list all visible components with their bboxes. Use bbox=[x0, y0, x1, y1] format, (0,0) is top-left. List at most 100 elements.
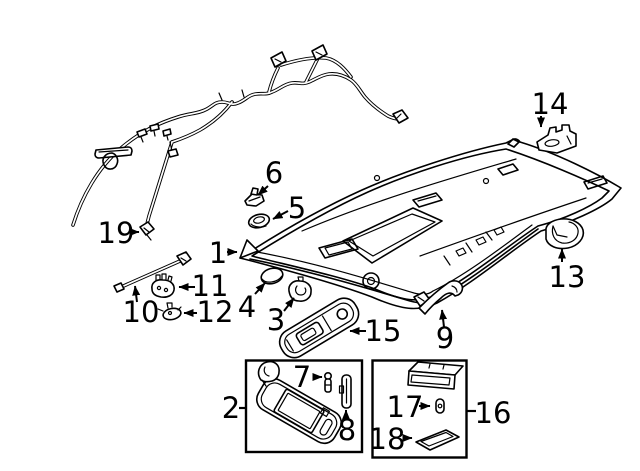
bracket-slot bbox=[544, 139, 560, 147]
console-outline bbox=[278, 297, 360, 359]
harness-flag-connector bbox=[311, 44, 328, 61]
detail bbox=[451, 285, 458, 293]
lamp-lens-4 bbox=[260, 267, 284, 285]
lens-outline bbox=[415, 429, 460, 451]
callout-1[interactable]: 1 bbox=[209, 236, 238, 270]
visor-slot bbox=[319, 418, 333, 436]
callout-10[interactable]: 10 bbox=[123, 285, 160, 329]
overhead-console-15 bbox=[278, 297, 360, 359]
detail bbox=[587, 178, 603, 184]
harness-loop bbox=[102, 152, 119, 170]
callout-15[interactable]: 15 bbox=[349, 314, 402, 348]
callout-16[interactable]: 16 bbox=[467, 396, 511, 430]
callout-7[interactable]: 7 bbox=[293, 360, 323, 394]
detail bbox=[261, 366, 270, 387]
detail bbox=[171, 101, 233, 143]
callout-label: 15 bbox=[365, 314, 402, 348]
lamp-front-face bbox=[407, 370, 456, 390]
callout-13[interactable]: 13 bbox=[549, 248, 586, 294]
callout-label: 2 bbox=[222, 391, 240, 425]
clip-outline bbox=[244, 193, 265, 207]
callout-18[interactable]: 18 bbox=[369, 422, 413, 456]
callout-label: 17 bbox=[387, 390, 424, 424]
callout-9[interactable]: 9 bbox=[436, 309, 454, 355]
clip-hole bbox=[475, 236, 487, 246]
harness-connector-bar bbox=[94, 146, 133, 159]
handle-mount-ring bbox=[362, 272, 380, 290]
callout-17[interactable]: 17 bbox=[387, 390, 431, 424]
grommet-5 bbox=[247, 213, 271, 229]
clip-outline bbox=[151, 279, 175, 298]
callout-label: 1 bbox=[209, 236, 227, 270]
callout-label: 12 bbox=[197, 295, 234, 329]
callout-label: 8 bbox=[338, 413, 356, 447]
dome-lamp-inset bbox=[371, 359, 468, 459]
visor-pivot-hook bbox=[257, 360, 280, 383]
corner-recess bbox=[583, 175, 608, 190]
callout-2[interactable]: 2 bbox=[222, 391, 247, 425]
callout-arrow bbox=[439, 309, 448, 328]
fastener-hole bbox=[482, 177, 490, 185]
sunroof-switch-recess bbox=[412, 192, 443, 208]
detail bbox=[156, 285, 162, 291]
harness-tick bbox=[218, 92, 223, 101]
headliner-front-tab bbox=[239, 239, 259, 259]
detail bbox=[248, 196, 261, 202]
callout-label: 5 bbox=[288, 191, 306, 225]
detail bbox=[155, 273, 173, 282]
detail bbox=[98, 149, 129, 153]
detail bbox=[286, 315, 332, 352]
rear-recess bbox=[497, 163, 519, 176]
harness-tick bbox=[241, 89, 245, 98]
callout-19[interactable]: 19 bbox=[98, 216, 140, 250]
callout-arrow bbox=[254, 282, 266, 295]
callout-6[interactable]: 6 bbox=[257, 156, 283, 196]
detail bbox=[566, 135, 572, 145]
callout-label: 18 bbox=[369, 422, 406, 456]
harness-flag-connector bbox=[270, 51, 287, 68]
detail bbox=[253, 216, 265, 224]
callout-5[interactable]: 5 bbox=[272, 191, 306, 225]
detail bbox=[250, 223, 267, 228]
callout-arrow bbox=[283, 297, 295, 312]
console-switch-recess bbox=[295, 321, 324, 346]
callout-14[interactable]: 14 bbox=[532, 87, 569, 128]
trim-outline bbox=[545, 218, 585, 250]
detail bbox=[420, 431, 454, 447]
callout-arrow bbox=[132, 285, 141, 303]
lamp-bulb-17 bbox=[435, 398, 445, 414]
retainer-bracket-14 bbox=[536, 124, 577, 154]
callout-label: 9 bbox=[436, 321, 454, 355]
detail bbox=[437, 403, 443, 409]
callout-label: 11 bbox=[192, 269, 229, 303]
harness-19-connector bbox=[139, 221, 155, 236]
visor-pin-7 bbox=[323, 371, 332, 393]
detail bbox=[284, 302, 355, 354]
front-trim-recess bbox=[318, 238, 359, 259]
harness-branch bbox=[170, 100, 234, 144]
callout-3[interactable]: 3 bbox=[267, 297, 295, 337]
headliner-crease bbox=[301, 158, 517, 232]
headliner-panel bbox=[239, 138, 622, 310]
headliner-front-band bbox=[256, 251, 434, 295]
clip-hole bbox=[455, 247, 467, 257]
console-cutout bbox=[342, 207, 443, 264]
detail bbox=[319, 407, 331, 418]
rod-tip bbox=[113, 282, 125, 293]
callout-4[interactable]: 4 bbox=[238, 282, 266, 324]
detail bbox=[167, 310, 173, 316]
detail bbox=[261, 275, 283, 283]
callout-11[interactable]: 11 bbox=[178, 269, 229, 303]
clip-tab bbox=[250, 187, 259, 196]
clip-3 bbox=[288, 276, 312, 302]
harness-clip bbox=[167, 148, 179, 158]
harness-clip bbox=[162, 128, 172, 137]
callout-8[interactable]: 8 bbox=[338, 409, 356, 447]
detail bbox=[428, 363, 445, 370]
detail bbox=[163, 287, 169, 293]
detail bbox=[443, 231, 493, 266]
callout-12[interactable]: 12 bbox=[183, 295, 234, 329]
detail bbox=[146, 141, 173, 225]
headliner-outline bbox=[239, 138, 622, 310]
